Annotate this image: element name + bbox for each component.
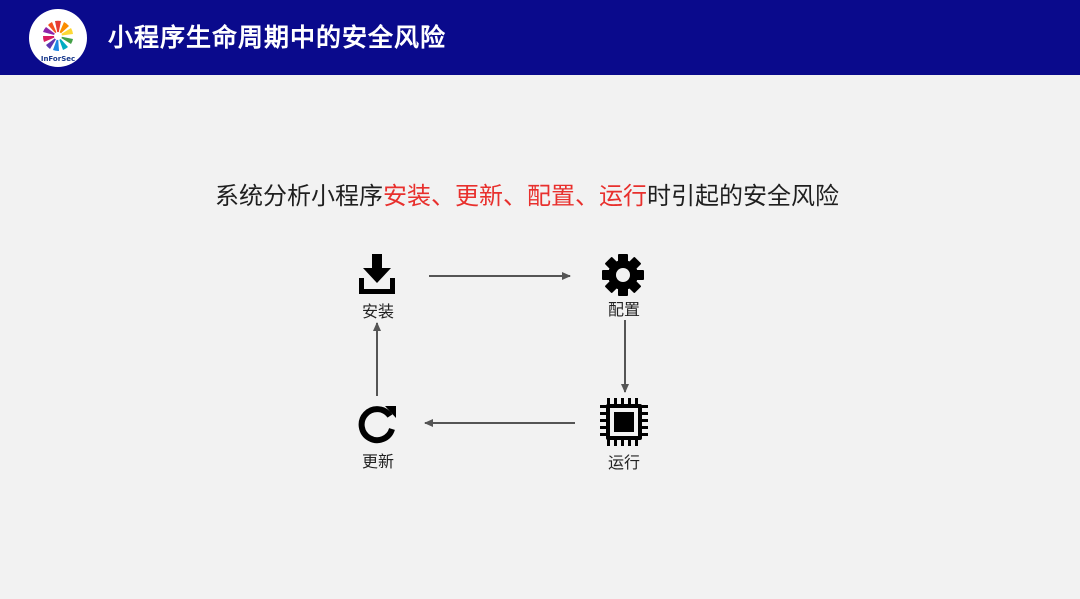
subtitle-separator: 、 bbox=[431, 182, 455, 210]
gear-icon bbox=[602, 254, 644, 296]
logo-text: InForSec bbox=[41, 55, 75, 63]
subtitle-stage-config: 配置 bbox=[527, 182, 575, 210]
subtitle-separator: 、 bbox=[503, 182, 527, 210]
node-label-update: 更新 bbox=[361, 452, 394, 471]
page-title: 小程序生命周期中的安全风险 bbox=[108, 23, 447, 52]
node-label-run: 运行 bbox=[607, 453, 640, 472]
subtitle-stage-run: 运行 bbox=[599, 182, 647, 210]
inforsec-logo: InForSec bbox=[29, 9, 87, 67]
subtitle-separator: 、 bbox=[575, 182, 599, 210]
subtitle-suffix: 时引起的安全风险 bbox=[647, 182, 839, 210]
node-label-install: 安装 bbox=[361, 302, 394, 321]
subtitle: 系统分析小程序安装、更新、配置、运行时引起的安全风险 bbox=[0, 176, 1054, 211]
subtitle-prefix: 系统分析小程序 bbox=[215, 182, 383, 210]
chip-icon bbox=[600, 398, 648, 446]
download-icon bbox=[359, 254, 395, 294]
refresh-icon bbox=[358, 406, 396, 444]
node-label-config: 配置 bbox=[607, 300, 640, 319]
header-bar: InForSec 小程序生命周期中的安全风险 bbox=[0, 0, 1080, 75]
subtitle-stage-install: 安装 bbox=[383, 182, 431, 210]
subtitle-stage-update: 更新 bbox=[455, 182, 503, 210]
